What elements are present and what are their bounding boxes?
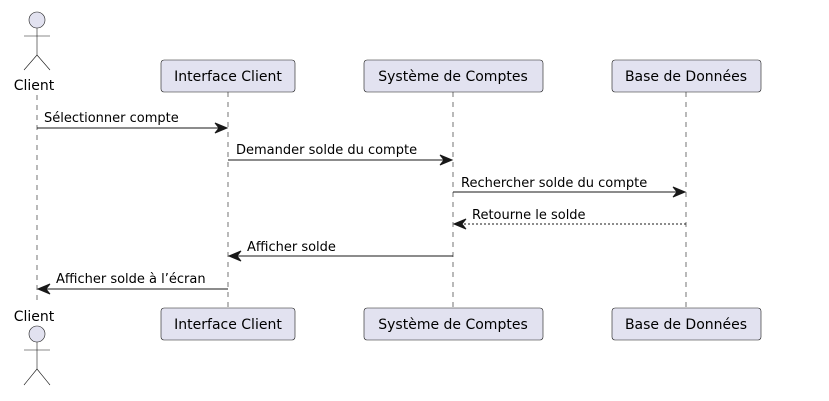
participant-label: Base de Données [625,317,747,333]
actor-figure-icon [23,325,51,386]
actor-figure-icon [23,11,51,71]
arrow-left-icon [452,218,467,230]
message-2: Demander solde du compte [228,143,454,166]
actor-label: Client [14,78,55,94]
message-1: Sélectionner compte [37,111,229,134]
participant-label: Système de Comptes [378,69,527,85]
message-label: Demander solde du compte [236,143,417,158]
actor-client-bottom: Client [14,309,55,386]
message-3: Rechercher solde du compte [453,176,687,198]
message-label: Afficher solde [247,240,336,255]
participant-interface-client-bottom: Interface Client [160,307,296,341]
message-label: Sélectionner compte [44,111,179,126]
participant-systeme-de-comptes-top: Système de Comptes [363,59,544,93]
participant-base-de-donnees-bottom: Base de Données [611,307,762,341]
arrow-left-icon [36,283,51,295]
actor-client-top: Client [14,11,55,94]
arrow-left-icon [227,250,242,262]
participant-label: Système de Comptes [378,317,527,333]
arrow-right-icon [672,186,687,198]
message-label: Retourne le solde [472,208,586,223]
message-6: Afficher solde à l’écran [36,272,228,295]
arrow-right-icon [439,154,454,166]
participant-base-de-donnees-top: Base de Données [611,59,762,93]
arrow-right-icon [214,122,229,134]
participant-interface-client-top: Interface Client [160,59,296,93]
message-4: Retourne le solde [452,208,686,230]
message-label: Rechercher solde du compte [461,176,647,191]
participant-systeme-de-comptes-bottom: Système de Comptes [363,307,544,341]
actor-label: Client [14,309,55,325]
message-label: Afficher solde à l’écran [56,272,206,287]
message-5: Afficher solde [227,240,453,262]
participant-label: Interface Client [174,69,282,85]
participant-label: Interface Client [174,317,282,333]
participant-label: Base de Données [625,69,747,85]
